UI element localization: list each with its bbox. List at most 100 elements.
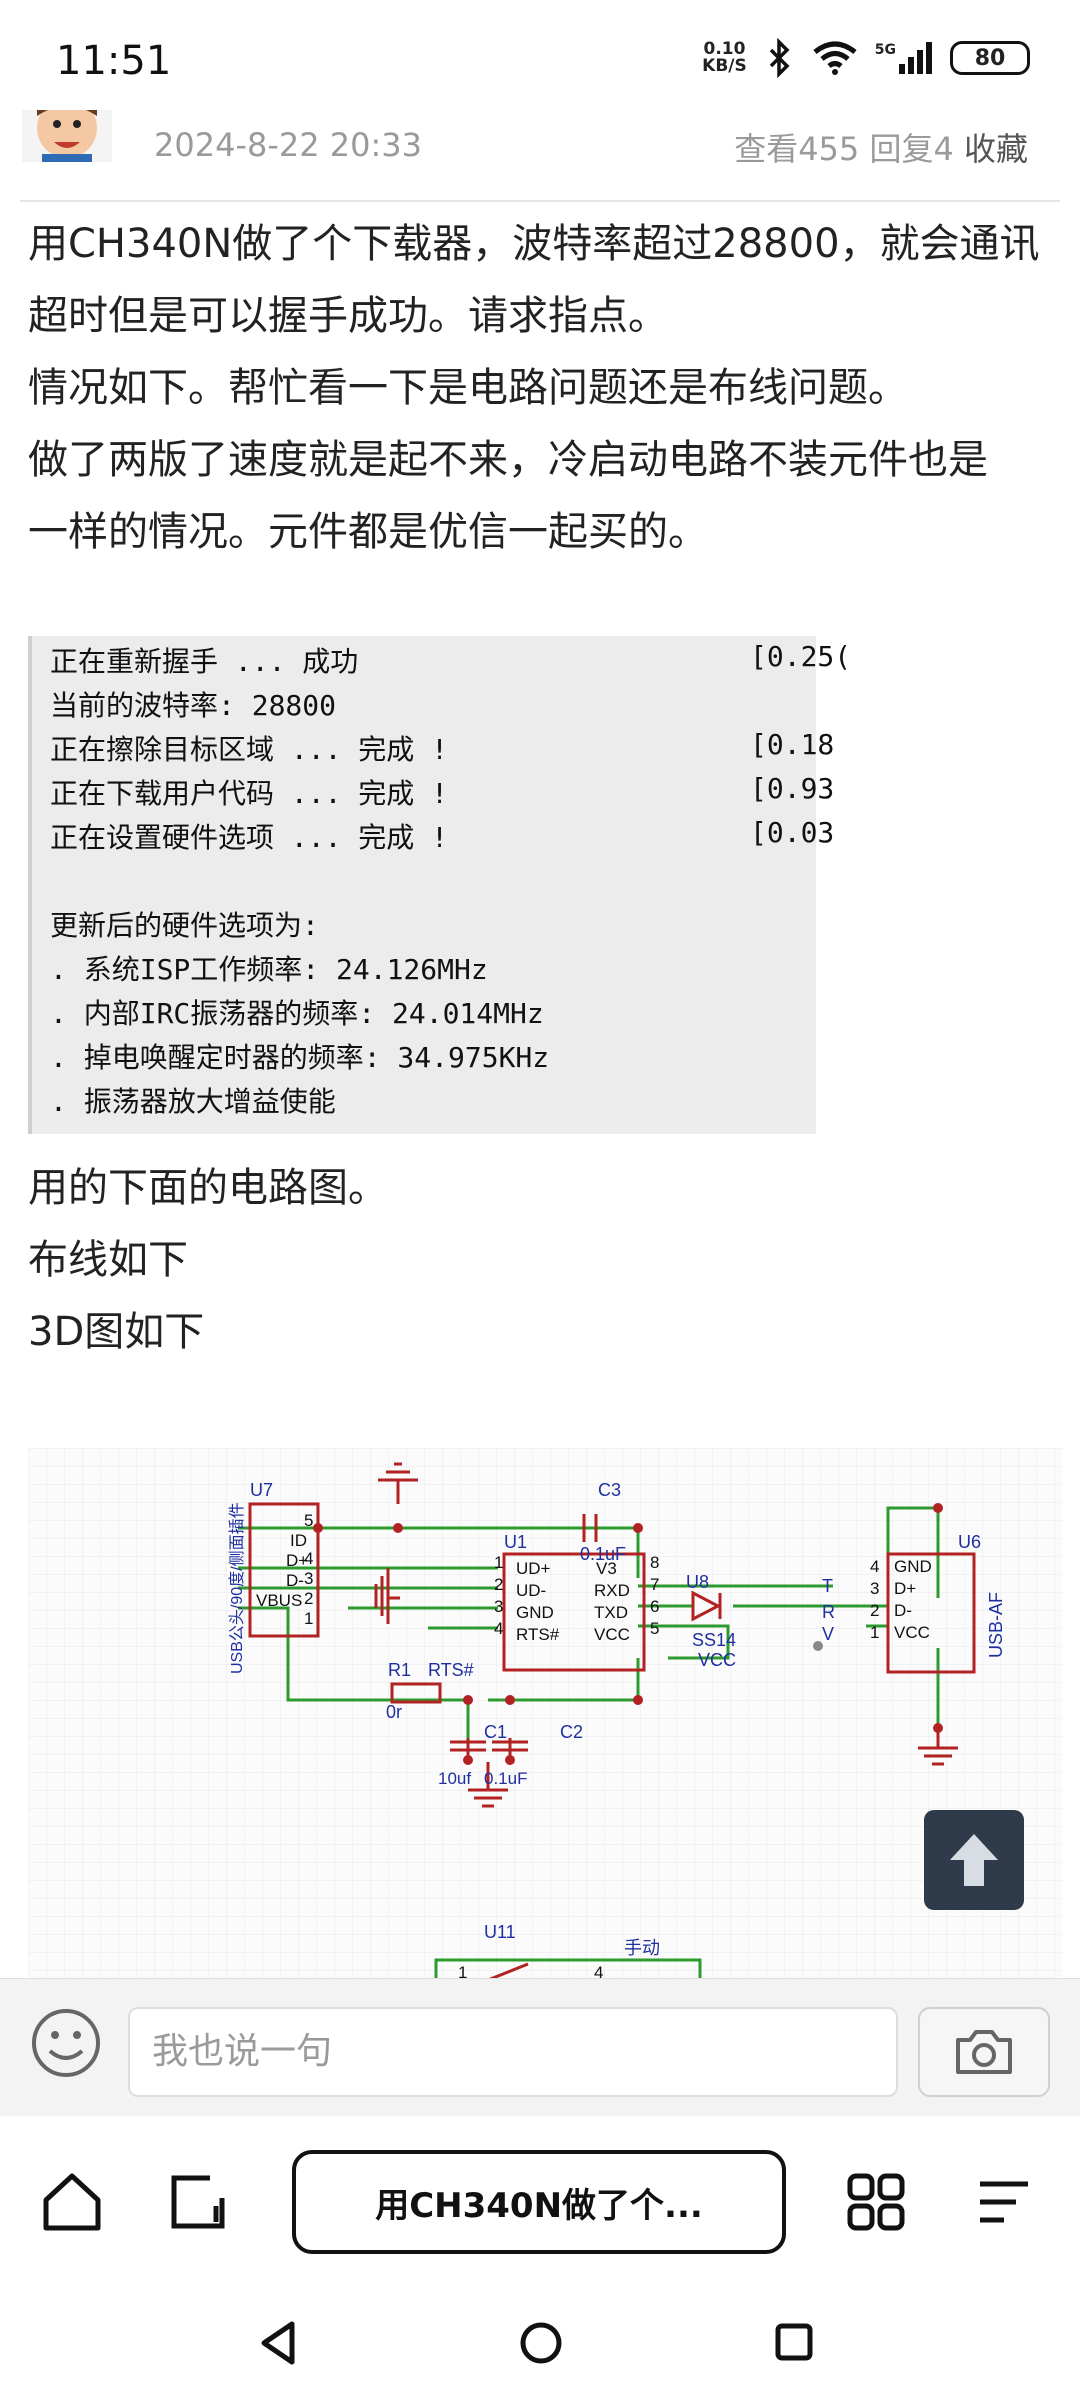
svg-text:RTS#: RTS#	[428, 1660, 474, 1680]
svg-text:T: T	[822, 1576, 833, 1596]
svg-text:1: 1	[458, 1963, 467, 1978]
svg-text:TXD: TXD	[594, 1603, 628, 1622]
svg-text:2: 2	[494, 1575, 503, 1594]
svg-text:UD+: UD+	[516, 1559, 551, 1578]
menu-icon[interactable]	[972, 2170, 1036, 2234]
svg-text:D+: D+	[286, 1551, 308, 1570]
svg-text:6: 6	[650, 1597, 659, 1616]
svg-text:GND: GND	[894, 1557, 932, 1576]
console-line: 更新后的硬件选项为:	[50, 909, 319, 942]
svg-text:VCC: VCC	[894, 1623, 930, 1642]
apps-grid-icon[interactable]	[844, 2170, 908, 2234]
svg-text:4: 4	[870, 1557, 879, 1576]
svg-text:U6: U6	[958, 1532, 981, 1552]
console-line: 当前的波特率: 28800	[50, 689, 337, 722]
svg-text:1: 1	[870, 1623, 879, 1642]
svg-text:8: 8	[650, 1553, 659, 1572]
avatar-image	[22, 110, 112, 162]
svg-text:7: 7	[650, 1575, 659, 1594]
post-paragraph: 做了两版了速度就是起不来，冷启动电路不装元件也是	[28, 437, 988, 483]
svg-text:D+: D+	[894, 1579, 916, 1598]
post-paragraph: 用的下面的电路图。	[28, 1165, 388, 1211]
svg-text:SS14: SS14	[692, 1630, 736, 1650]
post-paragraph: 3D图如下	[28, 1309, 205, 1355]
svg-text:3: 3	[494, 1597, 503, 1616]
svg-text:VCC: VCC	[594, 1625, 630, 1644]
post-paragraph: 用CH340N做了个下载器，波特率超过28800，就会通讯超时但是可以握手成功。…	[28, 221, 1040, 339]
svg-text:4: 4	[304, 1549, 313, 1568]
clock: 11:51	[56, 38, 172, 84]
svg-text:V: V	[822, 1624, 834, 1644]
svg-text:3: 3	[304, 1569, 313, 1588]
svg-text:VBUS: VBUS	[256, 1591, 302, 1610]
svg-text:USB-AF: USB-AF	[986, 1592, 1006, 1658]
console-line: . 内部IRC振荡器的频率: 24.014MHz	[50, 997, 544, 1030]
battery-indicator: 80	[950, 41, 1030, 75]
recents-icon[interactable]	[772, 2320, 816, 2364]
svg-text:0r: 0r	[386, 1702, 402, 1722]
svg-text:C1: C1	[484, 1722, 507, 1742]
svg-text:C3: C3	[598, 1480, 621, 1500]
svg-text:R1: R1	[388, 1660, 411, 1680]
post-paragraph: 一样的情况。元件都是优信一起买的。	[28, 509, 708, 555]
svg-text:C2: C2	[560, 1722, 583, 1742]
home-circle-icon[interactable]	[516, 2318, 566, 2368]
svg-text:0.1uF: 0.1uF	[484, 1769, 527, 1788]
home-icon[interactable]	[40, 2170, 104, 2234]
svg-text:10uf: 10uf	[438, 1769, 471, 1788]
console-line: . 掉电唤醒定时器的频率: 34.975KHz	[50, 1041, 550, 1074]
arrow-up-icon	[950, 1834, 998, 1886]
favorite-button[interactable]: 收藏	[963, 130, 1028, 168]
console-line: 正在设置硬件选项 ... 完成 ![0.03	[50, 816, 835, 854]
net-speed: 0.10 KB/S	[702, 39, 747, 76]
schematic-drawing: U7 USB公头/90度/侧面插件 C3 0.1uF U1 U8 SS14 VC…	[28, 1448, 1062, 1988]
svg-text:5: 5	[650, 1619, 659, 1638]
post-date: 2024-8-22 20:33	[154, 126, 422, 164]
current-tab-title[interactable]: 用CH340N做了个...	[292, 2150, 786, 2254]
tabs-count-icon[interactable]	[166, 2170, 230, 2234]
bluetooth-icon	[769, 38, 790, 78]
svg-text:U11: U11	[484, 1922, 516, 1942]
camera-icon	[956, 2030, 1012, 2074]
status-icons: 0.10 KB/S 5G 80	[702, 38, 1030, 78]
post-stats: 查看455 回复4 收藏	[734, 124, 1028, 170]
scroll-to-top-button[interactable]	[924, 1810, 1024, 1910]
schematic-image[interactable]: U7 USB公头/90度/侧面插件 C3 0.1uF U1 U8 SS14 VC…	[28, 1448, 1062, 1988]
svg-text:ID: ID	[290, 1531, 307, 1550]
console-line: . 系统ISP工作频率: 24.126MHz	[50, 953, 488, 986]
post-content-after: 用的下面的电路图。 布线如下 3D图如下	[28, 1152, 388, 1368]
emoji-icon[interactable]	[30, 2007, 102, 2079]
svg-text:UD-: UD-	[516, 1581, 546, 1600]
back-icon[interactable]	[256, 2318, 300, 2368]
svg-text:U8: U8	[686, 1572, 709, 1592]
avatar[interactable]	[22, 110, 112, 162]
svg-text:1: 1	[304, 1609, 313, 1628]
console-line: 正在重新握手 ... 成功[0.25(	[50, 640, 852, 678]
post-paragraph: 布线如下	[28, 1237, 188, 1283]
svg-text:0.1uF: 0.1uF	[580, 1544, 626, 1564]
camera-button[interactable]	[918, 2007, 1050, 2097]
console-screenshot[interactable]: 正在重新握手 ... 成功[0.25( 当前的波特率: 28800 正在擦除目标…	[28, 636, 852, 1134]
comment-bar: 我也说一句	[0, 1978, 1080, 2117]
post-content: 用CH340N做了个下载器，波特率超过28800，就会通讯超时但是可以握手成功。…	[28, 208, 1058, 568]
svg-text:2: 2	[870, 1601, 879, 1620]
svg-text:GND: GND	[516, 1603, 554, 1622]
svg-text:手动: 手动	[624, 1938, 660, 1958]
console-line: 正在下载用户代码 ... 完成 ![0.93	[50, 772, 835, 810]
svg-text:VCC: VCC	[698, 1650, 736, 1670]
console-line: . 振荡器放大增益使能	[50, 1085, 336, 1118]
svg-text:RTS#: RTS#	[516, 1625, 560, 1644]
system-navigation-bar	[0, 2296, 1080, 2400]
post-paragraph: 情况如下。帮忙看一下是电路问题还是布线问题。	[28, 365, 908, 411]
svg-text:U1: U1	[504, 1532, 527, 1552]
svg-text:4: 4	[494, 1619, 503, 1638]
view-reply-count: 查看455 回复4	[734, 130, 954, 168]
cellular-signal-icon: 5G	[875, 42, 932, 74]
svg-text:2: 2	[304, 1589, 313, 1608]
svg-text:3: 3	[870, 1579, 879, 1598]
console-line: 正在擦除目标区域 ... 完成 ![0.18	[50, 728, 835, 766]
svg-text:RXD: RXD	[594, 1581, 630, 1600]
bottom-navigation: 用CH340N做了个...	[0, 2116, 1080, 2296]
comment-input[interactable]: 我也说一句	[128, 2007, 898, 2097]
svg-text:4: 4	[594, 1963, 603, 1978]
